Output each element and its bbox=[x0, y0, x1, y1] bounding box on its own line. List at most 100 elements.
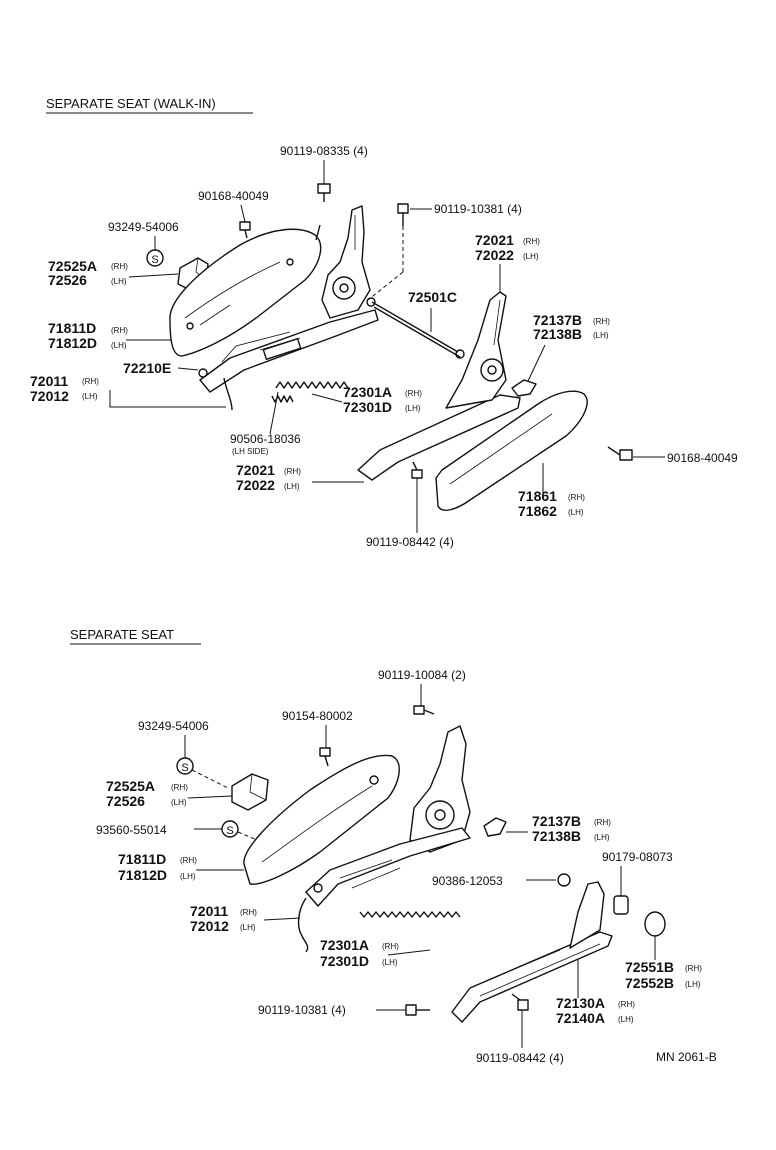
section-title-walk-in: SEPARATE SEAT (WALK-IN) bbox=[46, 96, 216, 111]
label-rh: (RH) bbox=[111, 262, 128, 271]
label-90119-10381: 90119-10381 (4) bbox=[434, 202, 522, 216]
label-lh-side: (LH SIDE) bbox=[232, 447, 269, 456]
screw-icon bbox=[411, 461, 423, 479]
label-lh: (LH) bbox=[594, 833, 610, 842]
label-72501C: 72501C bbox=[408, 289, 457, 305]
label-90119-10084: 90119-10084 (2) bbox=[378, 668, 466, 682]
label-72301D: 72301D bbox=[320, 953, 369, 969]
label-rh: (RH) bbox=[405, 389, 422, 398]
recliner-cover bbox=[169, 228, 322, 357]
label-90119-08335: 90119-08335 (4) bbox=[280, 144, 368, 158]
label-72301D: 72301D bbox=[343, 399, 392, 415]
label-lh: (LH) bbox=[180, 872, 196, 881]
label-72140A: 72140A bbox=[556, 1010, 605, 1026]
screw-icon bbox=[239, 221, 251, 239]
label-93560-55014: 93560-55014 bbox=[96, 823, 167, 837]
label-90119-08442: 90119-08442 (4) bbox=[476, 1051, 564, 1065]
label-72525A: 72525A bbox=[106, 778, 155, 794]
footer-code: MN 2061-B bbox=[656, 1050, 717, 1064]
label-rh: (RH) bbox=[523, 237, 540, 246]
label-rh: (RH) bbox=[240, 908, 257, 917]
label-rh: (RH) bbox=[618, 1000, 635, 1009]
screw-icon bbox=[405, 1004, 430, 1016]
screw-icon bbox=[319, 747, 331, 767]
label-71811D: 71811D bbox=[118, 851, 166, 867]
label-71861: 71861 bbox=[518, 488, 557, 504]
label-90506-18036: 90506-18036 bbox=[230, 432, 301, 446]
label-lh: (LH) bbox=[111, 341, 127, 350]
label-lh: (LH) bbox=[568, 508, 584, 517]
side-cover bbox=[435, 390, 588, 511]
screw-icon bbox=[607, 446, 633, 461]
label-lh: (LH) bbox=[171, 798, 187, 807]
label-72012: 72012 bbox=[30, 388, 69, 404]
screw-icon bbox=[613, 895, 629, 915]
label-rh: (RH) bbox=[171, 783, 188, 792]
label-72011: 72011 bbox=[30, 373, 68, 389]
clip-part bbox=[483, 817, 507, 837]
label-71862: 71862 bbox=[518, 503, 557, 519]
label-90119-10381: 90119-10381 (4) bbox=[258, 1003, 346, 1017]
label-lh: (LH) bbox=[382, 958, 398, 967]
label-lh: (LH) bbox=[523, 252, 539, 261]
label-lh: (LH) bbox=[405, 404, 421, 413]
seat-rail-inner bbox=[199, 309, 379, 393]
label-rh: (RH) bbox=[685, 964, 702, 973]
leader-lines-top bbox=[109, 160, 665, 533]
screw-icon bbox=[511, 993, 529, 1011]
label-72137B: 72137B bbox=[533, 312, 582, 328]
label-72130A: 72130A bbox=[556, 995, 605, 1011]
leader-lines-bottom bbox=[184, 684, 656, 1048]
label-72022: 72022 bbox=[475, 247, 514, 263]
label-lh: (LH) bbox=[685, 980, 701, 989]
label-72137B: 72137B bbox=[532, 813, 581, 829]
label-rh: (RH) bbox=[180, 856, 197, 865]
label-90168-40049: 90168-40049 bbox=[667, 451, 738, 465]
label-72138B: 72138B bbox=[533, 326, 582, 342]
label-rh: (RH) bbox=[111, 326, 128, 335]
label-72021: 72021 bbox=[475, 232, 514, 248]
clip-part bbox=[511, 379, 537, 397]
label-rh: (RH) bbox=[568, 493, 585, 502]
seatback-bracket bbox=[321, 205, 371, 319]
svg-text:S: S bbox=[181, 762, 188, 774]
section-title-separate: SEPARATE SEAT bbox=[70, 627, 174, 642]
label-72210E: 72210E bbox=[123, 360, 171, 376]
section-walk-in: SEPARATE SEAT (WALK-IN) 90119-08335 (4) … bbox=[30, 96, 738, 549]
seat-rail-outer bbox=[357, 394, 521, 481]
label-72021: 72021 bbox=[236, 462, 275, 478]
label-93249-54006: 93249-54006 bbox=[138, 719, 209, 733]
label-rh: (RH) bbox=[382, 942, 399, 951]
label-rh: (RH) bbox=[284, 467, 301, 476]
spring bbox=[359, 911, 461, 918]
label-72526: 72526 bbox=[48, 272, 87, 288]
seatback-bracket bbox=[409, 725, 471, 853]
label-lh: (LH) bbox=[618, 1015, 634, 1024]
spring bbox=[275, 381, 349, 389]
label-72525A: 72525A bbox=[48, 258, 97, 274]
screw-icon bbox=[397, 203, 409, 226]
screw-icon bbox=[413, 705, 435, 715]
cap-icon bbox=[644, 911, 666, 937]
label-rh: (RH) bbox=[593, 317, 610, 326]
release-lever bbox=[223, 377, 233, 411]
label-lh: (LH) bbox=[284, 482, 300, 491]
label-lh: (LH) bbox=[240, 923, 256, 932]
clip-symbol: S bbox=[221, 820, 239, 838]
label-72301A: 72301A bbox=[320, 937, 369, 953]
label-72022: 72022 bbox=[236, 477, 275, 493]
label-93249-54006: 93249-54006 bbox=[108, 220, 179, 234]
svg-text:S: S bbox=[151, 254, 158, 266]
connecting-rod bbox=[371, 301, 459, 353]
label-lh: (LH) bbox=[111, 277, 127, 286]
label-72301A: 72301A bbox=[343, 384, 392, 400]
label-90154-80002: 90154-80002 bbox=[282, 709, 353, 723]
label-rh: (RH) bbox=[82, 377, 99, 386]
screw-icon bbox=[317, 183, 331, 202]
seat-rail-inner bbox=[305, 827, 471, 907]
label-lh: (LH) bbox=[593, 331, 609, 340]
label-71812D: 71812D bbox=[118, 867, 167, 883]
label-72526: 72526 bbox=[106, 793, 145, 809]
release-lever bbox=[297, 897, 309, 953]
label-72552B: 72552B bbox=[625, 975, 674, 991]
